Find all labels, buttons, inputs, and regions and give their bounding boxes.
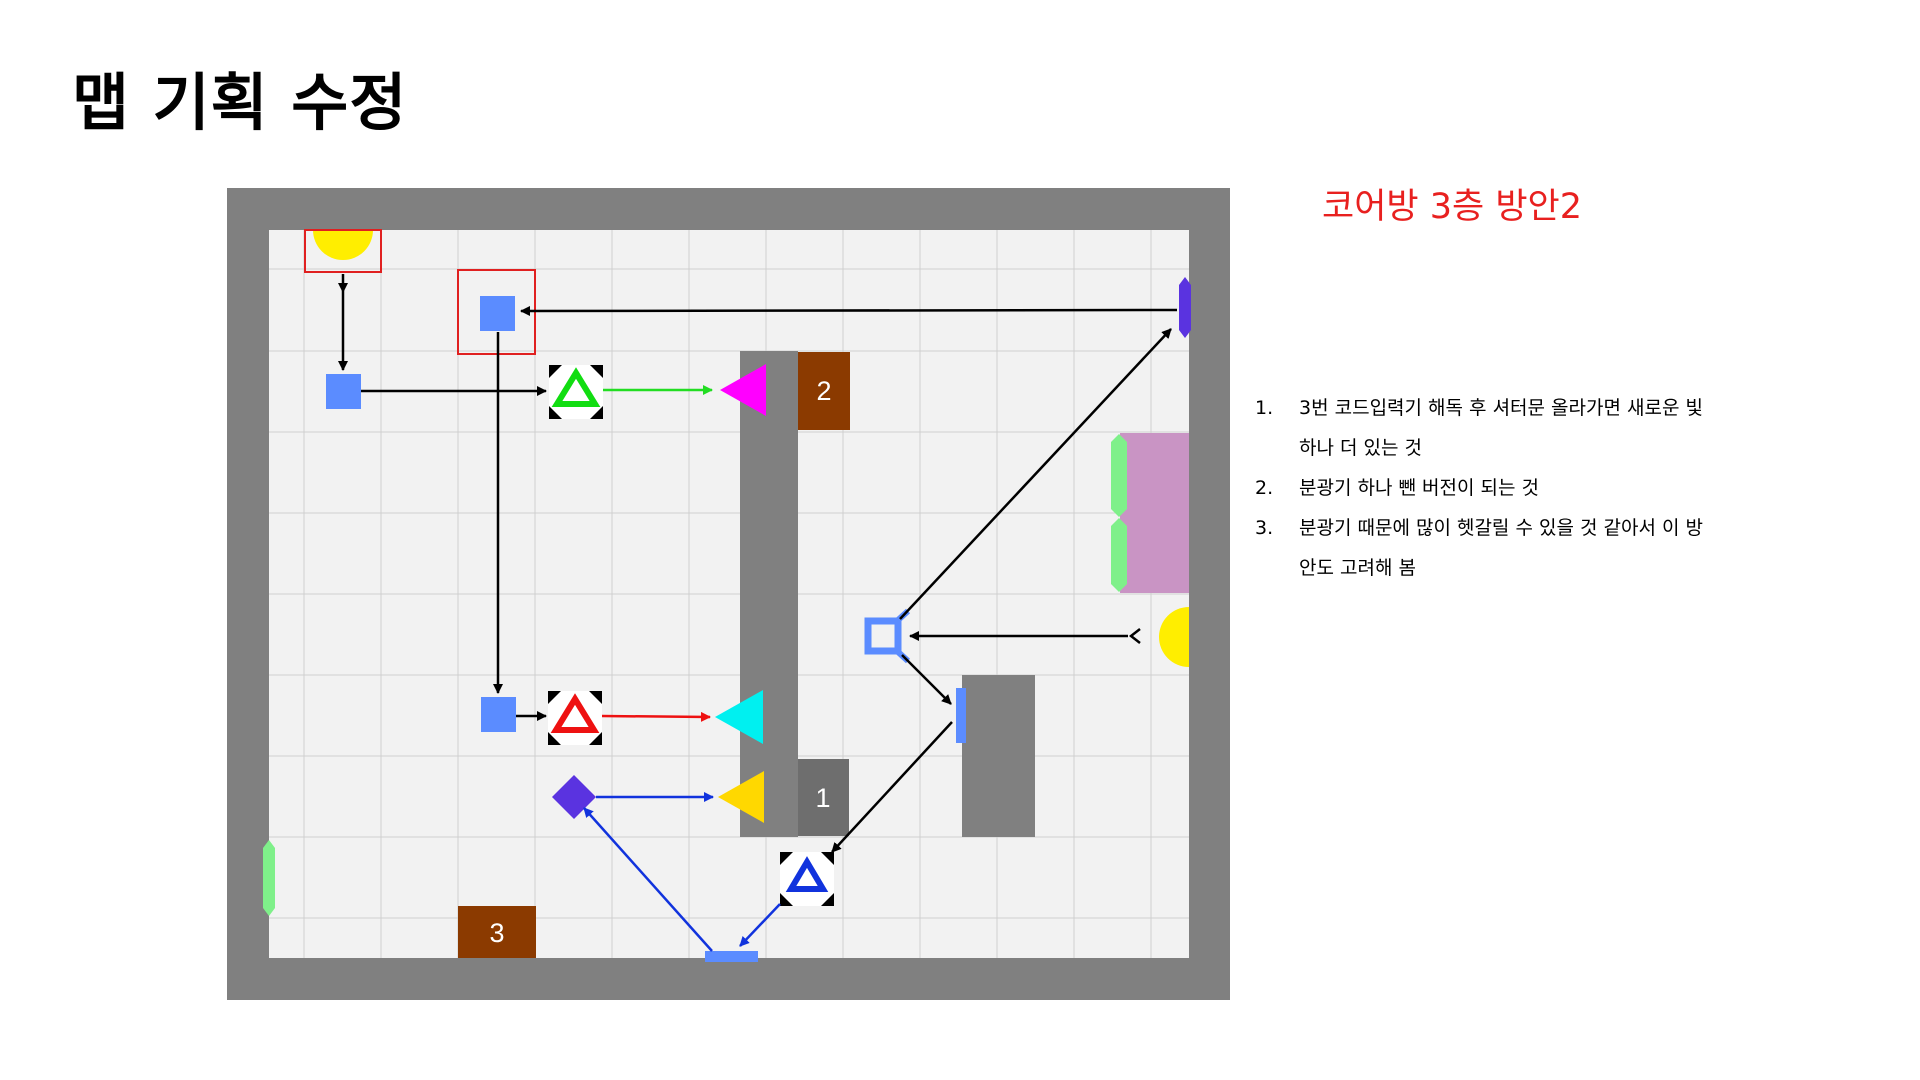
note-number: 1. <box>1255 397 1274 419</box>
note-number: 2. <box>1255 477 1274 499</box>
note-item: 1. 3번 코드입력기 해독 후 셔터문 올라가면 새로운 빛 하나 더 있는 것 <box>1255 388 1705 468</box>
room-label-2: 2 <box>816 376 831 406</box>
page-title: 맵 기획 수정 <box>72 66 408 139</box>
room-label-3: 3 <box>489 918 504 948</box>
beam-arrow-head <box>1128 628 1141 644</box>
center-wall <box>740 351 798 837</box>
room-box-3 <box>458 906 536 958</box>
wall-mirror <box>705 951 758 962</box>
notes-list: 1. 3번 코드입력기 해독 후 셔터문 올라가면 새로운 빛 하나 더 있는 것… <box>1255 388 1705 588</box>
mirror-block <box>480 296 515 331</box>
green-gate <box>1111 518 1127 592</box>
sensor-green <box>549 365 603 419</box>
beam-blue <box>739 903 781 947</box>
green-gate <box>263 840 275 916</box>
sensor-red <box>548 691 602 745</box>
note-text: 분광기 하나 뺀 버전이 되는 것 <box>1299 477 1539 499</box>
green-gate <box>1111 434 1127 517</box>
room-box-1 <box>798 759 849 836</box>
floor-grid <box>269 230 1189 958</box>
target-magenta <box>720 364 766 416</box>
sensor-blue <box>780 852 834 906</box>
pink-zone <box>1120 433 1189 593</box>
right-inner-wall <box>962 675 1035 837</box>
beam-arrow <box>831 721 953 853</box>
beam-arrow <box>901 654 952 705</box>
target-yellow <box>718 771 764 823</box>
mirror-block <box>481 697 516 732</box>
highlight-box <box>304 229 382 273</box>
beam-red <box>601 711 711 722</box>
room-label-1: 1 <box>815 783 830 813</box>
note-item: 2. 분광기 하나 뺀 버전이 되는 것 <box>1255 468 1705 508</box>
note-text: 3번 코드입력기 해독 후 셔터문 올라가면 새로운 빛 하나 더 있는 것 <box>1299 397 1703 459</box>
target-cyan <box>715 690 763 744</box>
mirror-block <box>326 374 361 409</box>
purple-receiver <box>1179 277 1191 338</box>
note-number: 3. <box>1255 517 1274 539</box>
plan-subtitle: 코어방 3층 방안2 <box>1322 187 1582 227</box>
light-source-top <box>313 230 373 260</box>
room-box-2 <box>798 352 850 430</box>
beam-blue <box>583 807 713 952</box>
beam-arrow <box>520 305 1178 316</box>
note-item: 3. 분광기 때문에 많이 헷갈릴 수 있을 것 같아서 이 방안도 고려해 봄 <box>1255 508 1705 588</box>
light-source-right <box>1159 607 1189 667</box>
wall-mirror <box>956 688 966 743</box>
note-text: 분광기 때문에 많이 헷갈릴 수 있을 것 같아서 이 방안도 고려해 봄 <box>1299 517 1703 579</box>
beam-arrow <box>899 328 1172 620</box>
